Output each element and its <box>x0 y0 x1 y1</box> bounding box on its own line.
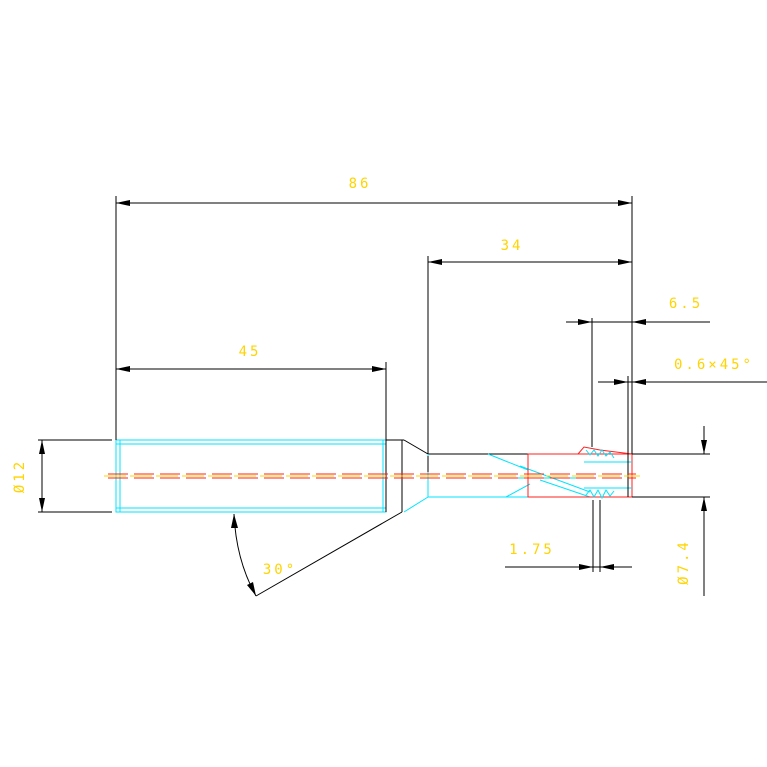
dim-label-chamfer: 0.6×45° <box>674 357 754 373</box>
dimension-neck-length: 34 <box>428 238 632 265</box>
dimension-tip-length: 6.5 <box>566 296 710 325</box>
dim-label-86: 86 <box>349 176 372 192</box>
extension-lines <box>38 196 710 572</box>
dim-label-6-5: 6.5 <box>669 296 703 312</box>
part-outline <box>104 439 640 513</box>
dim-label-30-degrees: 30° <box>263 562 297 578</box>
dim-label-1-75: 1.75 <box>509 542 555 558</box>
taper-bottom <box>403 496 429 513</box>
dimension-angle: 30° <box>231 511 403 597</box>
dimension-chamfer: 0.6×45° <box>598 357 767 385</box>
dimension-diameter-large: Ø12 <box>12 440 45 512</box>
dim-label-34: 34 <box>501 238 524 254</box>
dimension-diameter-small: Ø7.4 <box>676 426 707 596</box>
dimension-overall-length: 86 <box>116 176 632 206</box>
taper-top <box>403 439 429 455</box>
dim-label-diameter-12: Ø12 <box>12 459 28 493</box>
dimension-body-length: 45 <box>116 344 386 372</box>
dim-label-diameter-7-4: Ø7.4 <box>676 539 692 585</box>
dimension-pitch: 1.75 <box>505 542 632 570</box>
dim-label-45: 45 <box>239 344 262 360</box>
